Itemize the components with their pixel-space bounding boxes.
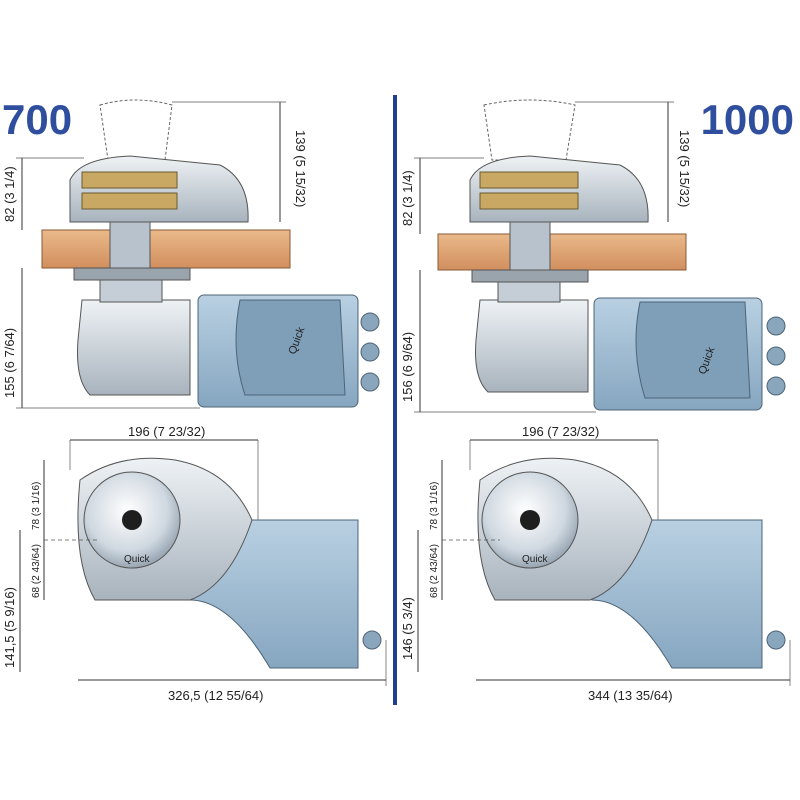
dim-deck-top-700: 82 (3 1/4) [2,166,17,222]
dim-center-upper-700: 78 (3 1/16) [31,482,42,530]
cable-gland [360,342,380,362]
gypsy-ring-upper [479,171,579,189]
cable-gland [766,376,786,396]
side-view-1000: Quick 139 (5 15/32) 82 (3 1/4) 156 (6 9/… [400,99,786,413]
dim-below-deck-700: 155 (6 7/64) [2,328,17,398]
gypsy-top-outline [99,99,173,161]
gearbox [77,299,191,396]
dim-below-deck-1000: 156 (6 9/64) [400,332,415,402]
dim-center-lower-700: 68 (2 43/64) [31,544,42,598]
panel-divider [393,95,397,705]
motor-cap [635,301,751,399]
cable-gland [360,372,380,392]
brand-logo-plan: Quick [522,554,549,565]
gypsy-ring-upper [81,171,178,189]
deck-board [41,229,291,269]
dim-plan-height-1000: 146 (5 3/4) [400,597,415,660]
gypsy-ring-lower [479,192,579,210]
deck-board [437,233,687,271]
drum-socket [520,510,540,530]
dim-deck-top-1000: 82 (3 1/4) [400,170,415,226]
gypsy-ring-lower [81,192,178,210]
windlass-cover [469,155,649,223]
drum-socket [122,510,142,530]
motor-cap [235,299,346,396]
cable-gland [766,316,786,336]
dim-width-700: 196 (7 23/32) [128,424,205,439]
mount-flange [73,267,191,281]
side-view-700: Quick 139 (5 15/32) 82 (3 1/4) 155 (6 7/… [2,99,380,409]
dim-total-length-1000: 344 (13 35/64) [588,688,673,703]
dim-center-lower-1000: 68 (2 43/64) [429,544,440,598]
mount-flange [471,269,589,283]
gearbox-neck [99,279,163,303]
plan-view-700: 196 (7 23/32) Quick 78 (3 1/16) 68 (2 43… [2,424,387,703]
gearbox [475,299,589,393]
gearbox-neck [497,281,561,303]
gypsy-top-outline [483,99,576,161]
shaft [109,221,151,273]
shaft [509,221,551,275]
panel-700: Quick 139 (5 15/32) 82 (3 1/4) 155 (6 7/… [2,99,387,703]
windlass-cover [69,155,249,223]
dim-top-height-700: 139 (5 15/32) [293,130,308,207]
model-title-1000: 1000 [700,96,794,143]
dim-width-1000: 196 (7 23/32) [522,424,599,439]
cable-gland [360,312,380,332]
dim-total-length-700: 326,5 (12 55/64) [168,688,263,703]
plan-view-1000: 196 (7 23/32) Quick 78 (3 1/16) 68 (2 43… [400,424,791,703]
cable-gland [766,346,786,366]
dim-top-height-1000: 139 (5 15/32) [677,130,692,207]
panel-1000: Quick 139 (5 15/32) 82 (3 1/4) 156 (6 9/… [400,99,791,703]
cable-gland [362,630,382,650]
cable-gland [766,630,786,650]
brand-logo-plan: Quick [124,554,151,565]
dim-center-upper-1000: 78 (3 1/16) [429,482,440,530]
model-title-700: 700 [2,96,73,143]
dim-plan-height-700: 141,5 (5 9/16) [2,587,17,668]
